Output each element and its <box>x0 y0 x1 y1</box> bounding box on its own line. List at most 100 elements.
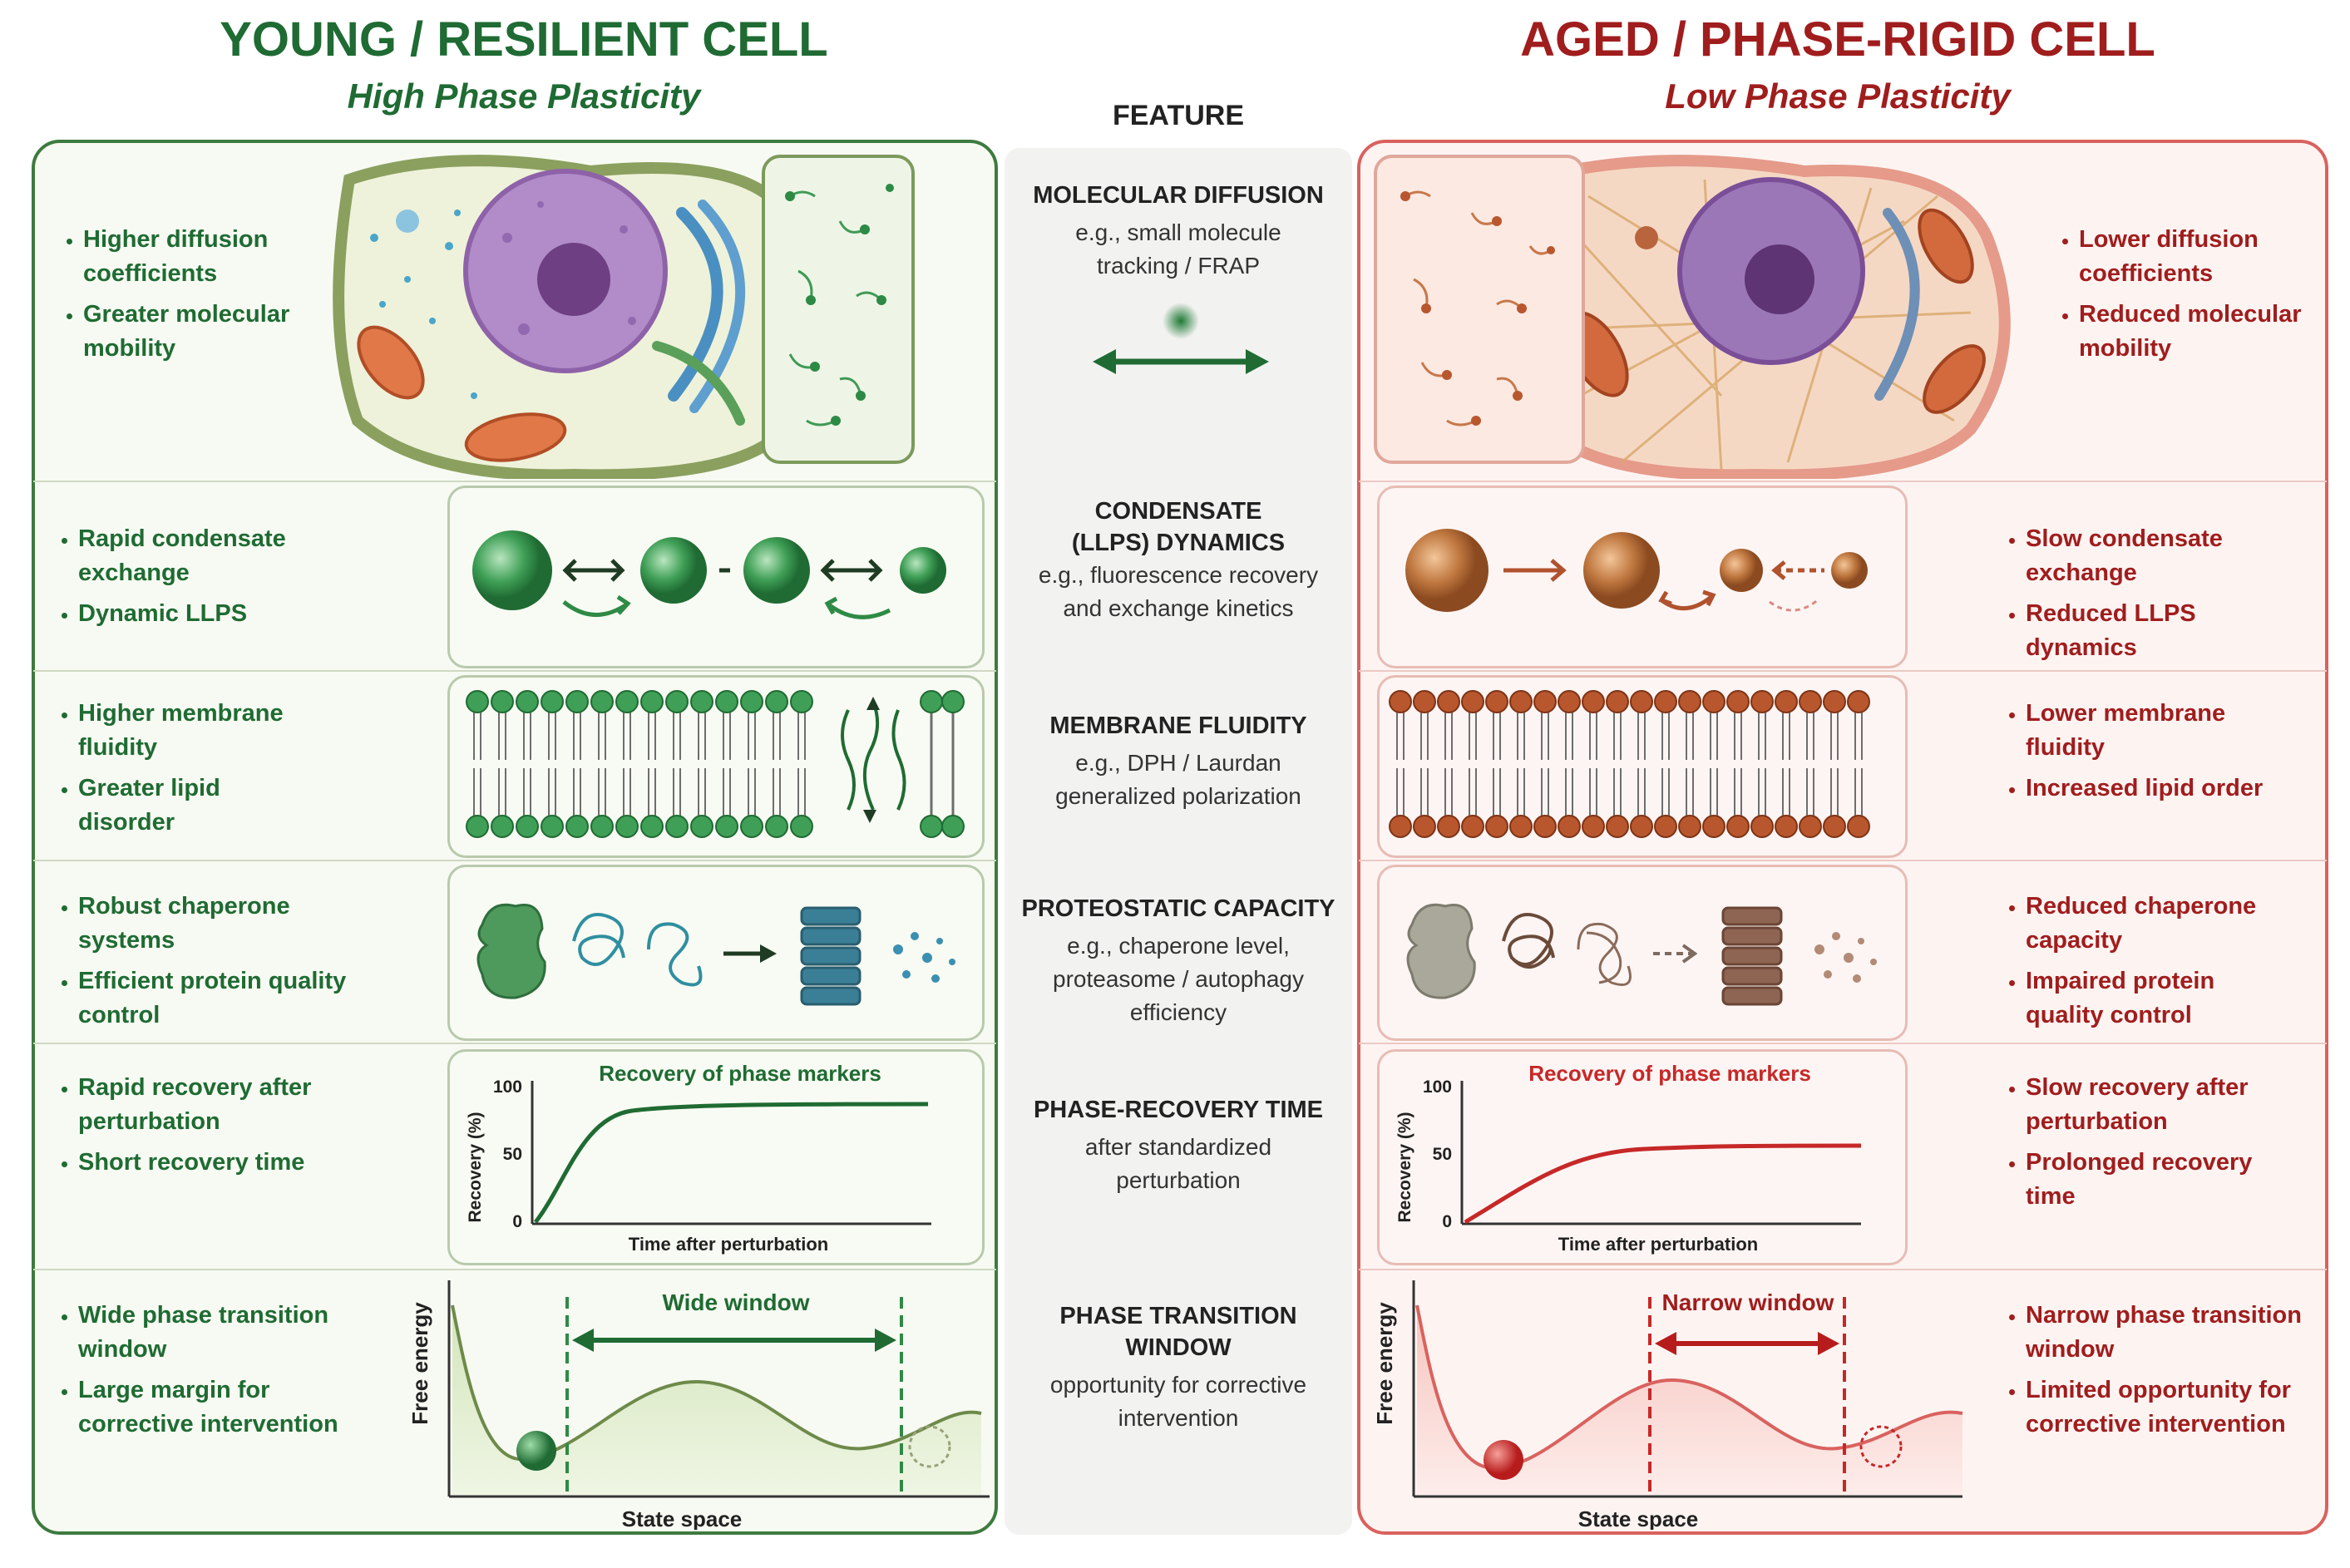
feature-title: PHASE-RECOVERY TIME <box>1033 1097 1324 1123</box>
row-divider <box>33 481 996 482</box>
feature-title: CONDENSATE (LLPS) DYNAMICS <box>1071 498 1286 556</box>
bullet: Reduced LLPS dynamics <box>2026 597 2273 665</box>
lipid-head <box>1799 690 1822 713</box>
bullet: Limited opportunity for corrective inter… <box>2026 1373 2315 1442</box>
bullet: Robust chaperone systems <box>78 890 368 958</box>
bullet: Reduced chaperone capacity <box>2026 890 2282 958</box>
young-window-bullets: Wide phase transition windowLarge margin… <box>52 1299 384 1448</box>
lipid-head <box>920 690 943 713</box>
lipid-head <box>1582 690 1605 713</box>
lipid-head <box>590 815 614 838</box>
aged-window-bullets: Narrow phase transition windowLimited op… <box>1999 1299 2315 1448</box>
feature-title: MOLECULAR DIFFUSION <box>1033 182 1324 209</box>
lipid-head <box>1726 815 1750 838</box>
lipid-head <box>565 815 589 838</box>
young-cell-illustration <box>333 155 915 479</box>
chart-ylabel: Recovery (%) <box>466 1112 485 1222</box>
bullet: Dynamic LLPS <box>78 597 301 631</box>
lipid-head <box>1509 815 1533 838</box>
chart-title: Recovery of phase markers <box>599 1061 881 1086</box>
aged-condensate-illustration <box>1405 529 1868 612</box>
row-divider <box>33 1043 996 1044</box>
lipid-head <box>690 815 713 838</box>
feature-header: FEATURE <box>1112 100 1245 131</box>
xlabel: State space <box>1578 1506 1699 1530</box>
feature-desc: e.g., small molecule tracking / FRAP <box>1075 219 1281 279</box>
lipid-head <box>1437 815 1460 838</box>
lipid-head <box>1678 690 1701 713</box>
lipid-head <box>491 690 514 713</box>
lipid-head <box>466 690 489 713</box>
row-divider <box>1359 670 2327 672</box>
xlabel: State space <box>622 1506 743 1530</box>
lipid-head <box>1799 815 1822 838</box>
lipid-head <box>765 690 788 713</box>
feature-membrane-fluidity: MEMBRANE FLUIDITY e.g., DPH / Laurdan ge… <box>1005 710 1352 813</box>
lipid-head <box>790 690 813 713</box>
wavy-tail <box>862 701 880 811</box>
row-divider <box>1359 860 2327 861</box>
ylabel: Free energy <box>1372 1302 1397 1425</box>
lipid-head <box>665 815 689 838</box>
aged-llps-bullets: Slow condensate exchangeReduced LLPS dyn… <box>1999 522 2273 672</box>
lipid-head <box>565 690 589 713</box>
aged-membrane-illustration <box>1389 690 1870 838</box>
lipid-head <box>1630 815 1653 838</box>
lipid-head <box>1461 690 1484 713</box>
young-membrane-illustration <box>466 690 965 838</box>
lipid-head <box>715 690 738 713</box>
bullet: Slow recovery after perturbation <box>2026 1071 2282 1139</box>
tick-100: 100 <box>1423 1077 1452 1097</box>
lipid-head <box>1750 690 1774 713</box>
lipid-head <box>1389 815 1412 838</box>
tick-0: 0 <box>1442 1212 1452 1231</box>
bullet: Wide phase transition window <box>78 1299 384 1367</box>
bullet: Efficient protein quality control <box>78 964 368 1033</box>
feature-column <box>1005 148 1352 1535</box>
tick-100: 100 <box>493 1077 522 1097</box>
young-condensate-illustration <box>472 530 946 619</box>
row-divider <box>33 670 996 672</box>
lipid-head <box>1775 690 1798 713</box>
young-proteostasis-illustration <box>476 903 955 1006</box>
bullet: Impaired protein quality control <box>2026 964 2282 1033</box>
aged-proteostasis-bullets: Reduced chaperone capacityImpaired prote… <box>1999 890 2282 1039</box>
aged-cell-illustration <box>1374 155 2011 479</box>
bullet: Higher diffusion coefficients <box>83 223 314 291</box>
lipid-head <box>1389 690 1412 713</box>
lipid-head <box>1847 690 1870 713</box>
lipid-head <box>1678 815 1701 838</box>
right-subtitle: Low Phase Plasticity <box>1665 76 2011 116</box>
lipid-head <box>1437 690 1460 713</box>
bullet: Increased lipid order <box>2026 772 2273 806</box>
aged-proteostasis-illustration <box>1406 903 1877 1006</box>
lipid-head <box>920 815 943 838</box>
bullet: Higher membrane fluidity <box>78 697 301 765</box>
feature-desc: after standardized perturbation <box>1084 1134 1272 1193</box>
wavy-tail <box>891 709 906 811</box>
feature-desc: e.g., chaperone level, proteasome / auto… <box>1053 933 1304 1025</box>
lipid-head <box>1558 690 1581 713</box>
bullet: Slow condensate exchange <box>2026 522 2273 590</box>
feature-phase-window: PHASE TRANSITION WINDOW opportunity for … <box>1005 1300 1352 1435</box>
lipid-head <box>740 815 763 838</box>
lipid-head <box>790 815 813 838</box>
young-proteostasis-bullets: Robust chaperone systemsEfficient protei… <box>52 890 368 1039</box>
lipid-head <box>765 815 788 838</box>
lipid-head <box>466 815 489 838</box>
bullet: Large margin for corrective intervention <box>78 1373 384 1442</box>
lipid-head <box>541 690 564 713</box>
tick-0: 0 <box>512 1212 522 1231</box>
bullet: Reduced molecular mobility <box>2079 298 2327 366</box>
feature-title: MEMBRANE FLUIDITY <box>1049 713 1307 739</box>
bullet: Greater lipid disorder <box>78 772 301 840</box>
lipid-head <box>1702 690 1725 713</box>
lipid-head <box>1509 690 1533 713</box>
bullet: Lower diffusion coefficients <box>2079 223 2327 291</box>
feature-desc: opportunity for corrective intervention <box>1049 1372 1307 1431</box>
lipid-head <box>1630 690 1653 713</box>
feature-proteostatic: PROTEOSTATIC CAPACITY e.g., chaperone le… <box>1005 893 1352 1029</box>
aged-membrane-bullets: Lower membrane fluidityIncreased lipid o… <box>1999 697 2273 812</box>
diffusion-arrow-icon <box>1093 303 1269 374</box>
lipid-head <box>615 815 639 838</box>
